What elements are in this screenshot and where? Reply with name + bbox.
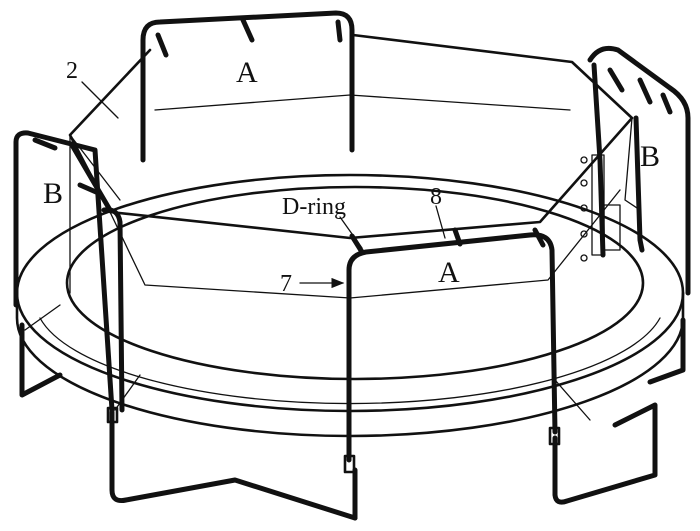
cap-front-right <box>548 426 561 446</box>
net-door <box>580 154 621 262</box>
pole-frame-right-inner <box>591 62 606 258</box>
strap-right-1 <box>607 67 673 115</box>
pole-frame-right-outer <box>633 115 645 253</box>
strap-back-1 <box>155 17 343 58</box>
leader-net-2 <box>81 81 119 119</box>
spring-pad-divider <box>24 304 591 421</box>
cap-front-left <box>106 406 119 424</box>
leg-left <box>19 322 63 398</box>
jumping-mat-edge <box>65 185 645 381</box>
pole-frame-front <box>346 232 558 463</box>
leader-d-ring <box>339 216 363 249</box>
pole-caps <box>106 406 561 474</box>
pole-frame-back <box>140 10 355 163</box>
pole-frame-front-left <box>101 207 125 413</box>
door-ring-5 <box>580 254 588 262</box>
pole-frame-left-inner <box>69 142 113 213</box>
pole-straps <box>32 17 673 255</box>
door-buckle <box>603 204 621 251</box>
door-ring-3 <box>580 204 588 212</box>
leg-front-left <box>109 409 358 521</box>
leg-right <box>647 317 686 385</box>
net-seam-right <box>624 117 641 211</box>
label-part-net: 2 <box>66 58 78 84</box>
pole-frame-right <box>587 45 691 296</box>
label-panel-left: B <box>43 177 63 210</box>
net-lower-edge-right <box>349 189 621 299</box>
frame-legs <box>19 317 686 521</box>
leg-front-right <box>352 402 658 521</box>
pole-frame-left <box>13 130 115 413</box>
door-ring-4 <box>580 230 588 238</box>
label-d-ring: D-ring <box>282 194 346 220</box>
label-panel-front: A <box>438 256 460 289</box>
net-inner-seam-back <box>154 94 571 111</box>
label-part-strap: 8 <box>430 184 442 210</box>
enclosure-poles <box>13 10 691 463</box>
label-part-pole: 7 <box>280 271 292 297</box>
strap-left-1 <box>32 137 99 195</box>
leader-strap-8 <box>435 205 446 239</box>
door-ring-1 <box>580 156 588 164</box>
label-panel-back: A <box>236 56 258 89</box>
strap-front-1 <box>349 227 546 255</box>
label-panel-right: B <box>640 140 660 173</box>
cap-front <box>343 454 356 474</box>
door-ring-2 <box>580 179 588 187</box>
